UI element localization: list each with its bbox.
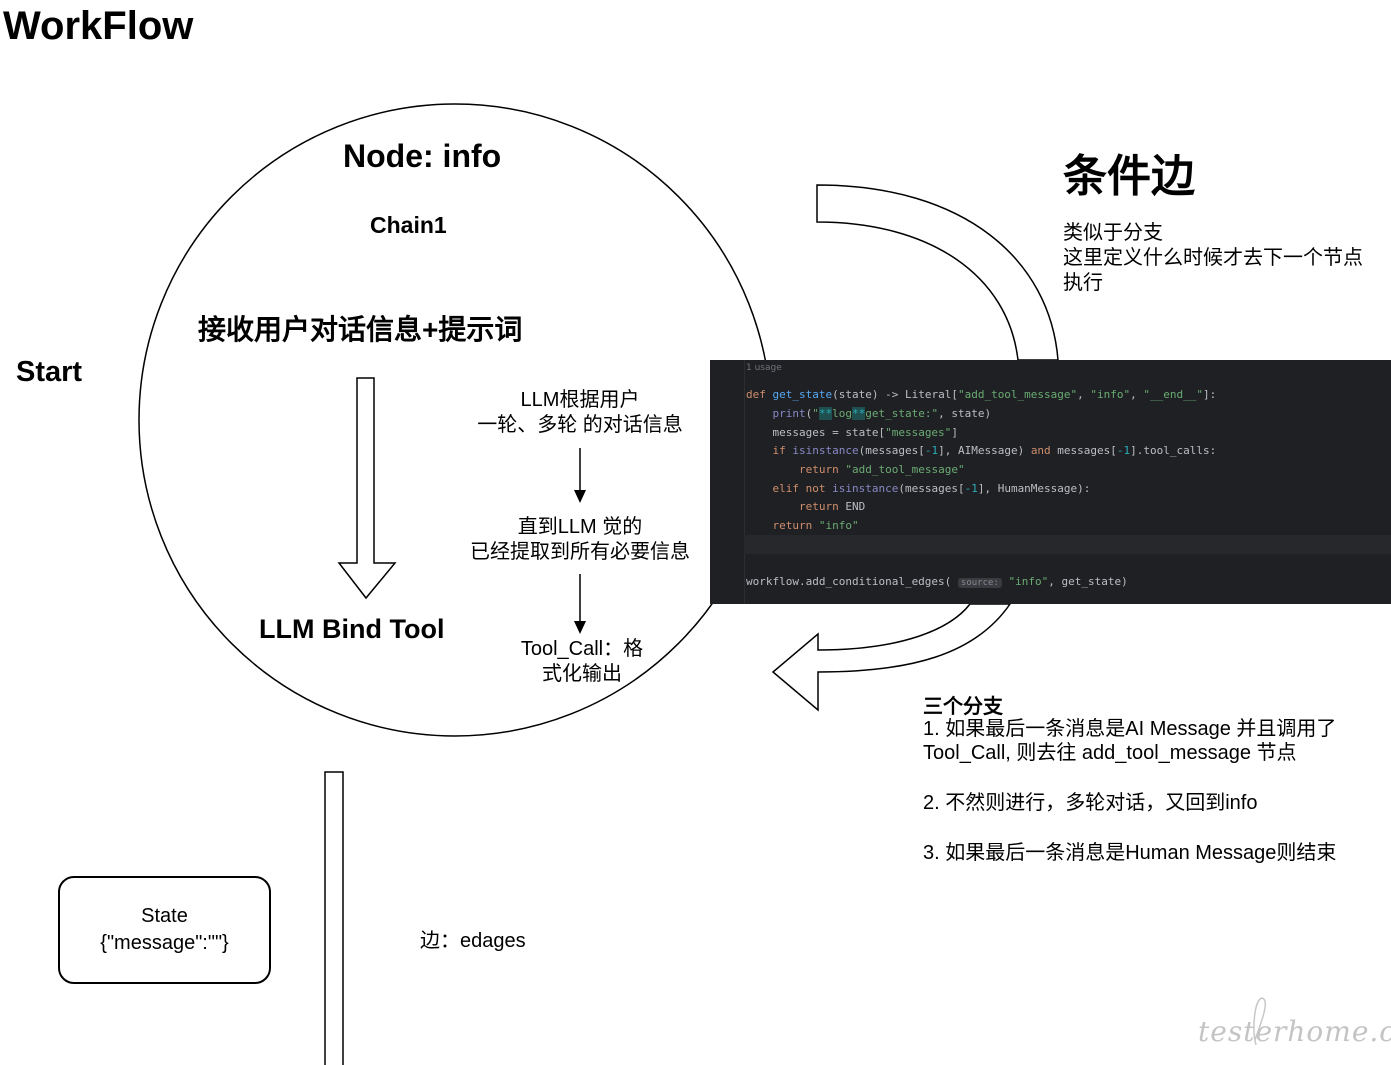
step-3-line-1: Tool_Call：格 bbox=[520, 638, 644, 660]
hollow-down-arrow bbox=[337, 377, 397, 600]
state-box: State {"message":""} bbox=[58, 876, 271, 984]
code-line-5: return "add_tool_message" bbox=[798, 463, 965, 476]
branch-1-line-2: Tool_Call, 则去往 add_tool_message 节点 bbox=[923, 742, 1297, 764]
step-arrow-2-head bbox=[574, 621, 586, 634]
step-arrow-1-head bbox=[574, 490, 586, 503]
conditional-edge-title: 条件边 bbox=[1063, 152, 1195, 201]
conditional-edge-desc-line-1: 类似于分支 bbox=[1063, 222, 1163, 244]
branch-1: 1. 如果最后一条消息是AI Message 并且调用了 Tool_Call, … bbox=[923, 717, 1383, 765]
code-line-9: workflow.add_conditional_edges( source: … bbox=[746, 575, 1128, 588]
conditional-edge-curved-arrow bbox=[816, 184, 1059, 361]
branches-title: 三个分支 bbox=[923, 696, 1003, 718]
watermark: testerhome.com bbox=[1198, 1015, 1391, 1048]
code-current-line-highlight bbox=[744, 535, 1391, 554]
step-2-text: 直到LLM 觉的 已经提取到所有必要信息 bbox=[460, 515, 700, 565]
watermark-flourish bbox=[1253, 997, 1267, 1046]
code-line-7: return END bbox=[798, 500, 866, 513]
step-3-line-2: 式化输出 bbox=[542, 663, 622, 685]
receive-label: 接收用户对话信息+提示词 bbox=[198, 314, 523, 345]
page-title: WorkFlow bbox=[3, 4, 194, 48]
llm-bind-tool-label: LLM Bind Tool bbox=[259, 614, 445, 644]
node-title: Node: info bbox=[343, 138, 502, 174]
chain-label: Chain1 bbox=[370, 212, 447, 238]
code-line-8: return "info" bbox=[772, 519, 859, 532]
start-label: Start bbox=[16, 356, 83, 388]
code-usage-hint: 1 usage bbox=[746, 360, 782, 373]
state-box-value: {"message":""} bbox=[100, 932, 229, 954]
code-line-3: messages = state["messages"] bbox=[746, 426, 958, 439]
code-line-2: print("**log**get_state:", state) bbox=[772, 407, 992, 420]
step-2-line-1: 直到LLM 觉的 bbox=[517, 516, 643, 538]
step-1-line-1: LLM根据用户 bbox=[520, 389, 640, 411]
branch-1-line-1: 1. 如果最后一条消息是AI Message 并且调用了 bbox=[923, 718, 1337, 740]
code-line-4: if isinstance(messages[-1], AIMessage) a… bbox=[772, 444, 1217, 457]
conditional-edge-desc-line-2: 这里定义什么时候才去下一个节点执行 bbox=[1063, 247, 1363, 294]
code-line-6: elif not isinstance(messages[-1], HumanM… bbox=[772, 482, 1091, 495]
branch-3: 3. 如果最后一条消息是Human Message则结束 bbox=[923, 842, 1337, 864]
branch-2: 2. 不然则进行，多轮对话，又回到info bbox=[923, 792, 1258, 814]
edges-label: 边：edages bbox=[420, 930, 526, 952]
code-panel: 1 usage def get_state(state) -> Literal[… bbox=[710, 360, 1391, 604]
code-gutter bbox=[710, 360, 745, 604]
source-param-hint: source: bbox=[957, 578, 1002, 588]
state-box-title: State bbox=[141, 905, 188, 927]
step-2-line-2: 已经提取到所有必要信息 bbox=[470, 541, 690, 563]
step-3-text: Tool_Call：格 式化输出 bbox=[497, 637, 667, 687]
conditional-edge-return-arrow bbox=[771, 603, 1012, 712]
usage-hint-text: 1 usage bbox=[746, 363, 782, 373]
step-1-line-2: 一轮、多轮 的对话信息 bbox=[477, 414, 683, 436]
edge-bar bbox=[324, 771, 344, 1065]
step-1-text: LLM根据用户 一轮、多轮 的对话信息 bbox=[460, 388, 700, 438]
conditional-edge-description: 类似于分支 这里定义什么时候才去下一个节点执行 bbox=[1063, 221, 1373, 296]
code-line-1: def get_state(state) -> Literal["add_too… bbox=[746, 388, 1217, 401]
